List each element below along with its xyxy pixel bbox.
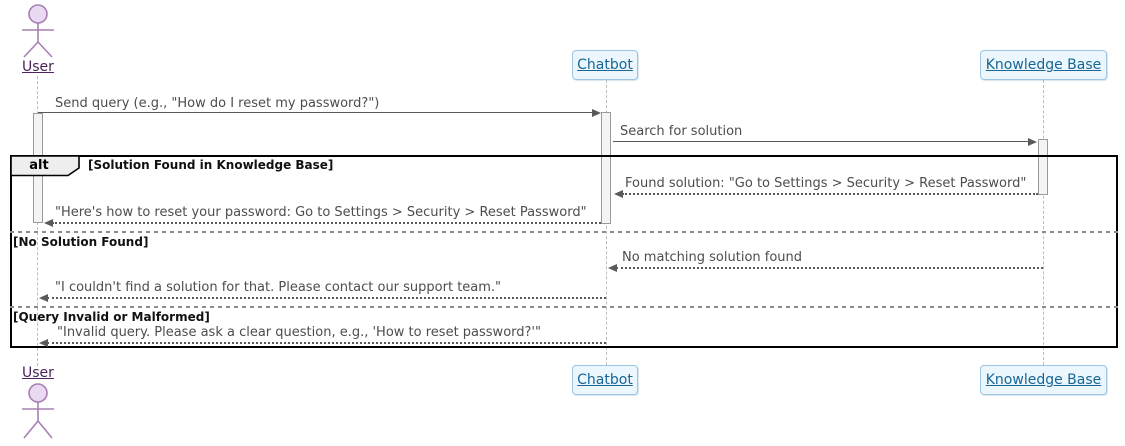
section-divider-query-invalid — [10, 306, 1118, 308]
arrowhead-icon — [44, 219, 53, 227]
arrow-no-matching — [616, 267, 1043, 269]
activation-knowledge-base — [1038, 139, 1048, 195]
message-no-matching-label: No matching solution found — [622, 250, 803, 265]
user-actor-icon — [22, 383, 54, 439]
arrowhead-icon — [39, 339, 48, 347]
participant-chatbot-bottom[interactable]: Chatbot — [572, 365, 638, 395]
message-invalid-query-label: "Invalid query. Please ask a clear quest… — [57, 325, 541, 340]
activation-chatbot — [601, 112, 611, 224]
participant-chatbot-bottom-label: Chatbot — [577, 372, 633, 388]
participant-chatbot-top-label: Chatbot — [577, 57, 633, 73]
arrow-heres-how — [52, 222, 601, 224]
arrowhead-icon — [608, 264, 617, 272]
arrow-invalid-query — [47, 342, 606, 344]
user-actor-icon — [22, 4, 54, 58]
message-found-solution-label: Found solution: "Go to Settings > Securi… — [625, 176, 1027, 191]
arrowhead-icon — [39, 294, 48, 302]
lifeline-knowledge-base — [1043, 80, 1044, 365]
participant-knowledge-base-bottom[interactable]: Knowledge Base — [980, 365, 1107, 395]
participant-knowledge-base-top[interactable]: Knowledge Base — [980, 50, 1107, 80]
guard-query-invalid: [Query Invalid or Malformed] — [13, 310, 210, 324]
guard-solution-found: [Solution Found in Knowledge Base] — [88, 158, 334, 172]
participant-knowledge-base-bottom-label: Knowledge Base — [985, 372, 1102, 388]
arrow-send-query — [38, 112, 592, 113]
actor-user-top-label[interactable]: User — [22, 59, 54, 75]
arrowhead-icon — [592, 109, 601, 117]
message-heres-how-label: "Here's how to reset your password: Go t… — [55, 205, 587, 220]
arrow-couldnt-find — [47, 297, 606, 299]
guard-no-solution: [No Solution Found] — [13, 235, 149, 249]
message-search-label: Search for solution — [620, 124, 743, 139]
section-divider-no-solution — [10, 231, 1118, 233]
arrow-found-solution — [622, 193, 1038, 195]
alt-operator-label: alt — [29, 158, 49, 173]
actor-user-bottom-label[interactable]: User — [22, 365, 54, 381]
message-couldnt-find-label: "I couldn't find a solution for that. Pl… — [55, 280, 502, 295]
participant-chatbot-top[interactable]: Chatbot — [572, 50, 638, 80]
arrowhead-icon — [1028, 138, 1037, 146]
alt-frame — [10, 155, 1118, 348]
alt-frame-tag-icon — [10, 155, 80, 177]
arrowhead-icon — [614, 190, 623, 198]
participant-knowledge-base-top-label: Knowledge Base — [985, 57, 1102, 73]
arrow-search — [613, 141, 1028, 142]
message-send-query-label: Send query (e.g., "How do I reset my pas… — [55, 96, 380, 111]
